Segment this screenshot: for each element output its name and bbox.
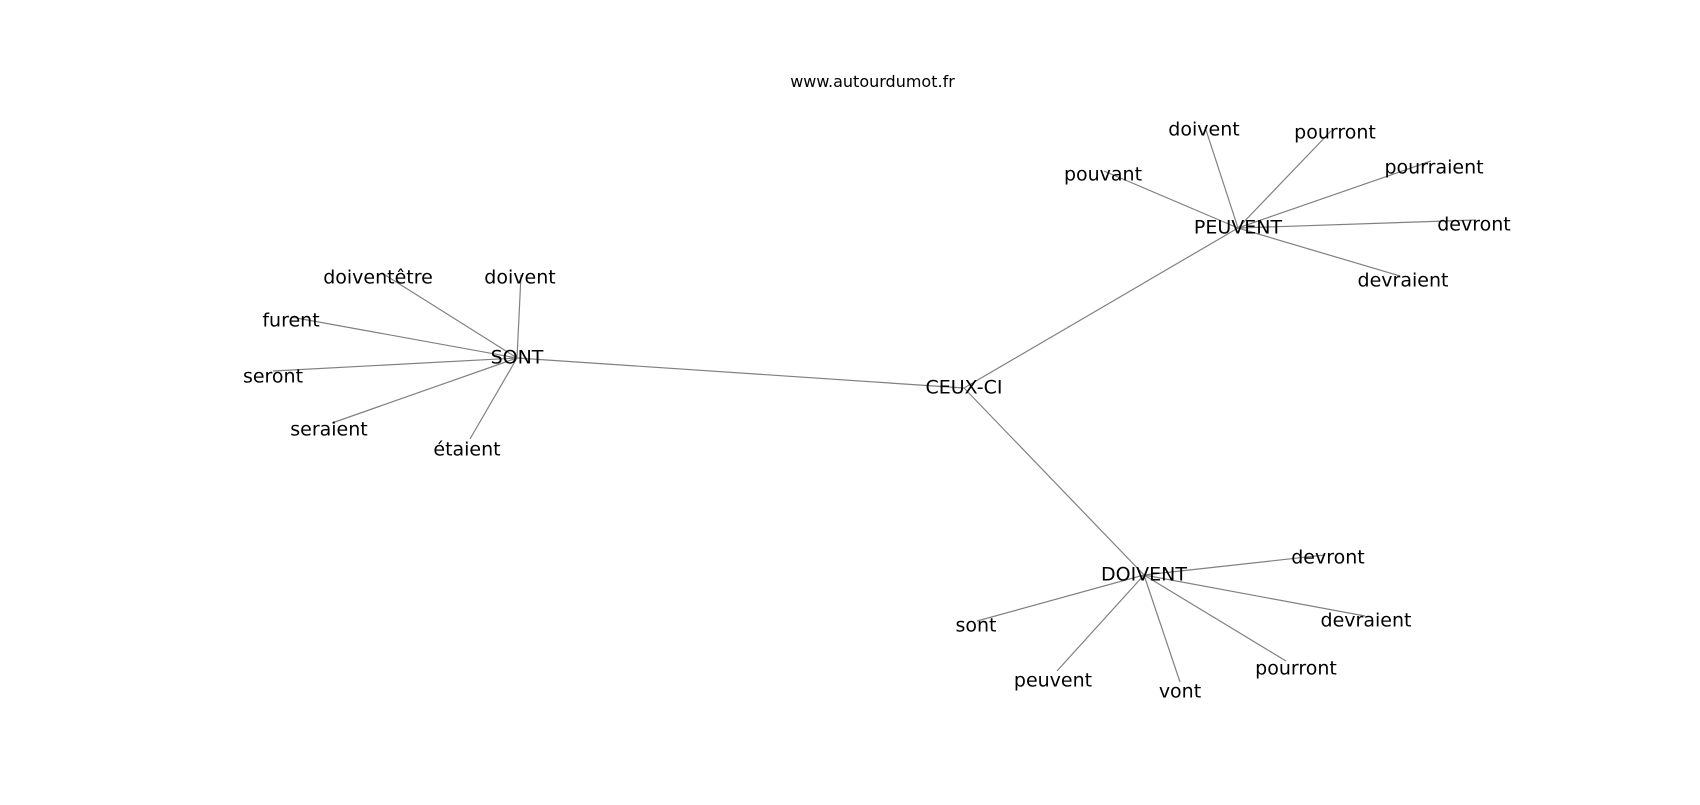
edge-doivent-4 xyxy=(1056,574,1145,672)
node-leaf-sont-5: étaient xyxy=(433,439,500,461)
edge-peuvent-1 xyxy=(1237,130,1332,229)
node-leaf-doivent-4: peuvent xyxy=(1014,670,1092,692)
edge-center-peuvent xyxy=(963,227,1239,389)
edge-center-sont xyxy=(516,357,965,389)
edge-doivent-5 xyxy=(1143,574,1181,683)
edge-peuvent-0 xyxy=(1204,126,1239,229)
node-leaf-sont-2: furent xyxy=(262,310,319,332)
node-leaf-peuvent-4: devront xyxy=(1437,214,1511,236)
edge-sont-2 xyxy=(290,316,518,359)
edge-sont-3 xyxy=(272,357,518,372)
edge-doivent-2 xyxy=(1143,574,1366,617)
node-hub-doivent: DOIVENT xyxy=(1101,564,1187,586)
node-leaf-sont-1: doivent xyxy=(484,267,555,289)
source-url: www.autourdumot.fr xyxy=(790,72,955,91)
edge-sont-1 xyxy=(516,274,522,359)
node-leaf-doivent-0: devront xyxy=(1291,547,1365,569)
edge-sont-5 xyxy=(469,357,518,440)
edge-peuvent-3 xyxy=(1237,160,1432,229)
node-center: CEUX-CI xyxy=(926,377,1003,399)
node-leaf-sont-0: doiventêtre xyxy=(323,267,433,289)
node-leaf-peuvent-3: pourraient xyxy=(1384,157,1483,179)
node-leaf-doivent-2: devraient xyxy=(1321,610,1412,632)
edge-sont-0 xyxy=(381,272,518,359)
node-leaf-peuvent-0: doivent xyxy=(1168,119,1239,141)
node-leaf-doivent-3: pourront xyxy=(1255,658,1337,680)
node-leaf-peuvent-1: pourront xyxy=(1294,122,1376,144)
node-leaf-doivent-5: vont xyxy=(1159,681,1201,703)
node-leaf-sont-3: seront xyxy=(243,366,303,388)
node-leaf-peuvent-2: pouvant xyxy=(1064,164,1142,186)
node-leaf-sont-4: seraient xyxy=(290,419,368,441)
edge-doivent-1 xyxy=(976,574,1145,622)
edge-peuvent-5 xyxy=(1237,227,1401,277)
node-leaf-peuvent-5: devraient xyxy=(1358,270,1449,292)
edge-peuvent-4 xyxy=(1237,219,1477,229)
edge-center-doivent xyxy=(963,387,1145,576)
node-leaf-doivent-1: sont xyxy=(955,615,996,637)
edge-doivent-3 xyxy=(1143,574,1287,662)
edge-peuvent-2 xyxy=(1103,170,1239,229)
edge-doivent-0 xyxy=(1143,554,1326,576)
edge-sont-4 xyxy=(331,357,518,424)
node-hub-peuvent: PEUVENT xyxy=(1194,217,1283,239)
node-hub-sont: SONT xyxy=(491,347,544,369)
